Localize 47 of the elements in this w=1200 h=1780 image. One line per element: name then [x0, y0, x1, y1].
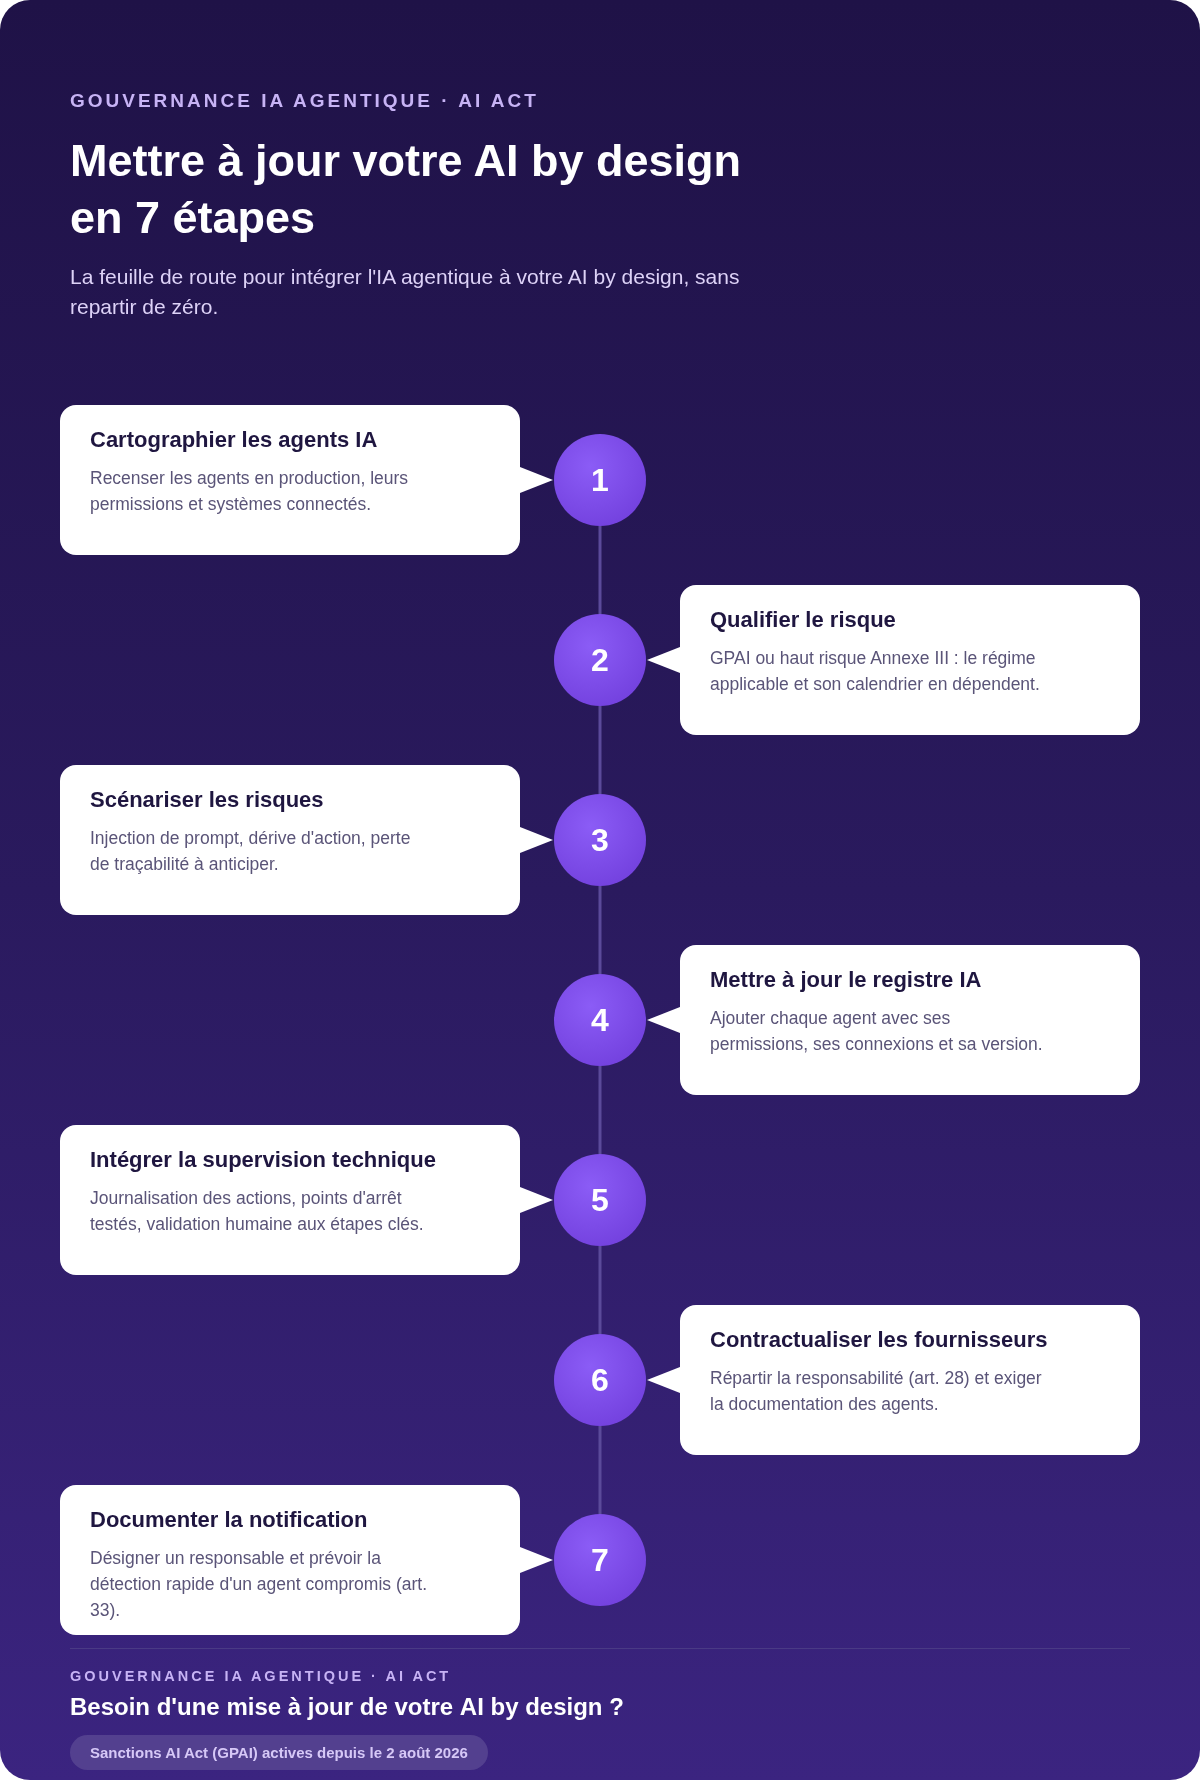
- step-number-circle: 4: [554, 974, 646, 1066]
- step-description: Ajouter chaque agent avec ses permissions, ses connexions et sa version.: [710, 1007, 1044, 1056]
- step-number-circle: 3: [554, 794, 646, 886]
- eyebrow-text: GOUVERNANCE IA AGENTIQUE · AI ACT: [70, 90, 539, 112]
- step-number-circle: 7: [554, 1514, 646, 1606]
- step-card: [60, 765, 520, 915]
- step-heading: Scénariser les risques: [90, 787, 325, 813]
- step-description: GPAI ou haut risque Annexe III : le régime applicable et son calendrier en dépendent.: [710, 647, 1041, 696]
- pointer-arrow: [647, 647, 680, 673]
- step-card: [680, 585, 1140, 735]
- step-card: [60, 1485, 520, 1635]
- step-card: [60, 1125, 520, 1275]
- timeline-line: [598, 706, 602, 794]
- step-heading: Mettre à jour le registre IA: [710, 967, 983, 993]
- footer-eyebrow-text: GOUVERNANCE IA AGENTIQUE · AI ACT: [70, 1668, 452, 1684]
- pointer-arrow: [647, 1007, 680, 1033]
- step-heading: Contractualiser les fournisseurs: [710, 1327, 1049, 1353]
- step-description: Répartir la responsabilité (art. 28) et exiger la documentation des agents.: [710, 1367, 1043, 1416]
- title-text: Mettre à jour votre AI by design en 7 étapes: [70, 134, 742, 245]
- step-heading: Cartographier les agents IA: [90, 427, 379, 453]
- step-description: Recenser les agents en production, leurs permissions et systèmes connectés.: [90, 467, 410, 516]
- step-number-circle: 1: [554, 434, 646, 526]
- step-description: Injection de prompt, dérive d'action, perte de traçabilité à anticiper.: [90, 827, 412, 876]
- timeline-line: [598, 886, 602, 974]
- step-number-circle: 5: [554, 1154, 646, 1246]
- notice-pill: Sanctions AI Act (GPAI) actives depuis le 2 août 2026: [70, 1735, 488, 1770]
- timeline-line: [598, 1246, 602, 1334]
- timeline-line: [598, 1426, 602, 1514]
- pointer-arrow: [520, 467, 553, 493]
- pointer-arrow: [647, 1367, 680, 1393]
- step-heading: Qualifier le risque: [710, 607, 897, 633]
- subtitle-text: La feuille de route pour intégrer l'IA agentique à votre AI by design, sans repartir de zéro.: [70, 264, 741, 320]
- step-number-circle: 2: [554, 614, 646, 706]
- step-heading: Intégrer la supervision technique: [90, 1147, 437, 1173]
- step-card: [680, 1305, 1140, 1455]
- step-card: [680, 945, 1140, 1095]
- step-heading: Documenter la notification: [90, 1507, 369, 1533]
- footer-question-text: Besoin d'une mise à jour de votre AI by design ?: [70, 1693, 624, 1721]
- pointer-arrow: [520, 827, 553, 853]
- step-card: [60, 405, 520, 555]
- timeline-line: [598, 1066, 602, 1154]
- step-description: Désigner un responsable et prévoir la détection rapide d'un agent compromis (art. 33).: [90, 1547, 428, 1622]
- pointer-arrow: [520, 1187, 553, 1213]
- pointer-arrow: [520, 1547, 553, 1573]
- step-number-circle: 6: [554, 1334, 646, 1426]
- timeline-line: [598, 526, 602, 614]
- step-description: Journalisation des actions, points d'arrêt testés, validation humaine aux étapes clés.: [90, 1187, 425, 1236]
